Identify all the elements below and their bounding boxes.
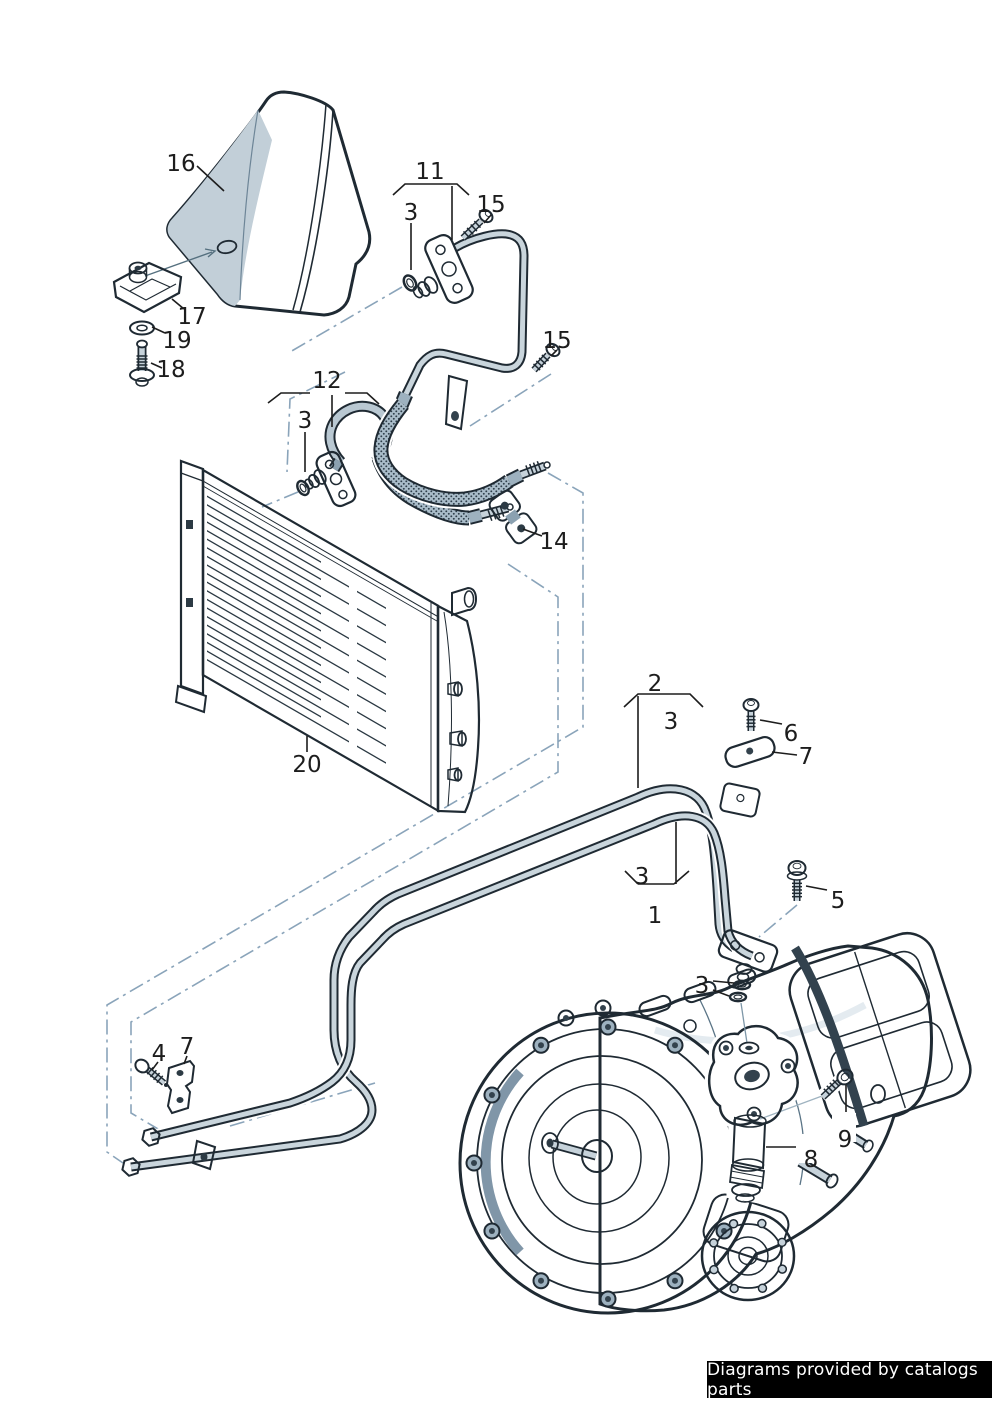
- transmission: [458, 932, 972, 1315]
- o-ring-hose-11: [402, 274, 418, 292]
- thread-details: [136, 220, 840, 1096]
- pipe-union-nut-lower: [121, 1157, 141, 1177]
- callout-4: 4: [152, 1041, 167, 1067]
- pipe-union-nut-upper: [141, 1127, 161, 1147]
- radiator-oil-cooler: [174, 459, 481, 814]
- radiator-ports: [447, 586, 478, 782]
- radiator-fins: [207, 495, 386, 764]
- transmission-body: [598, 944, 933, 1313]
- washer: [129, 320, 155, 336]
- callout-17: 17: [177, 304, 206, 330]
- callout-3-seal-11: 3: [404, 200, 419, 226]
- callout-8: 8: [804, 1147, 819, 1173]
- output-flange-bolt-holes: [708, 1218, 788, 1294]
- filler-flange-gasket: [707, 1025, 799, 1127]
- oil-pipes-1-2: [121, 698, 779, 1177]
- pipe-o-rings-3: [728, 979, 752, 1003]
- footer-text: Diagrams provided by catalogs parts: [707, 1359, 978, 1400]
- callout-6: 6: [784, 721, 799, 747]
- callout-11: 11: [415, 159, 444, 185]
- bolt-5: [786, 860, 808, 901]
- callout-3-seal-12: 3: [298, 408, 313, 434]
- bolt-15-upper: [460, 208, 494, 241]
- duct-bracket: [112, 261, 183, 314]
- bolt-18: [129, 339, 155, 387]
- callout-9-box: [832, 1113, 856, 1142]
- guide-lines: [106, 286, 798, 1164]
- radiator-core: [201, 468, 440, 813]
- retaining-plate-7: [724, 736, 776, 768]
- callout-5: 5: [831, 888, 846, 914]
- callout-14: 14: [539, 529, 568, 555]
- callout-19: 19: [162, 328, 191, 354]
- air-guide-duct: [144, 90, 372, 317]
- oil-filler-tube-8: [704, 1021, 823, 1206]
- callout-7-plate: 7: [799, 744, 814, 770]
- radiator-end-tank: [436, 604, 481, 814]
- hose-clamp-14: [488, 489, 538, 545]
- callout-20: 20: [292, 752, 321, 778]
- pipe-tab: [191, 1139, 217, 1171]
- hose-11-flange: [424, 234, 474, 304]
- hose-12-flange: [315, 450, 357, 508]
- pipe-clamp-block: [719, 782, 761, 818]
- callout-3-seal-1: 3: [635, 864, 650, 890]
- callout-3-seal-trans: 3: [695, 973, 710, 999]
- callout-15-a: 15: [476, 192, 505, 218]
- bracket-7-lower: [165, 1059, 196, 1115]
- callout-3-seal-2: 3: [664, 709, 679, 735]
- callout-2: 2: [648, 671, 663, 697]
- output-flange: [700, 1193, 796, 1302]
- leader-lines: [150, 165, 847, 1148]
- hose-11-tab: [444, 374, 469, 431]
- callout-7-bracket: 7: [180, 1034, 195, 1060]
- callout-labels: 16 17 19 18 11 3 15 15 12 3 14 20 2 3 6 …: [152, 151, 856, 1173]
- bolt-6: [742, 698, 760, 731]
- oil-hose-upper-11: [371, 227, 551, 509]
- callout-9: 9: [838, 1127, 853, 1153]
- footer-bar: Diagrams provided by catalogs parts: [707, 1359, 992, 1400]
- callout-18: 18: [156, 357, 185, 383]
- callout-1: 1: [648, 903, 663, 929]
- callout-15-b: 15: [542, 328, 571, 354]
- callout-16: 16: [166, 151, 195, 177]
- duct-mounting-hole: [216, 239, 238, 255]
- callout-8-box: [796, 1134, 822, 1163]
- o-ring-hose-12: [296, 479, 310, 497]
- callout-12: 12: [312, 368, 341, 394]
